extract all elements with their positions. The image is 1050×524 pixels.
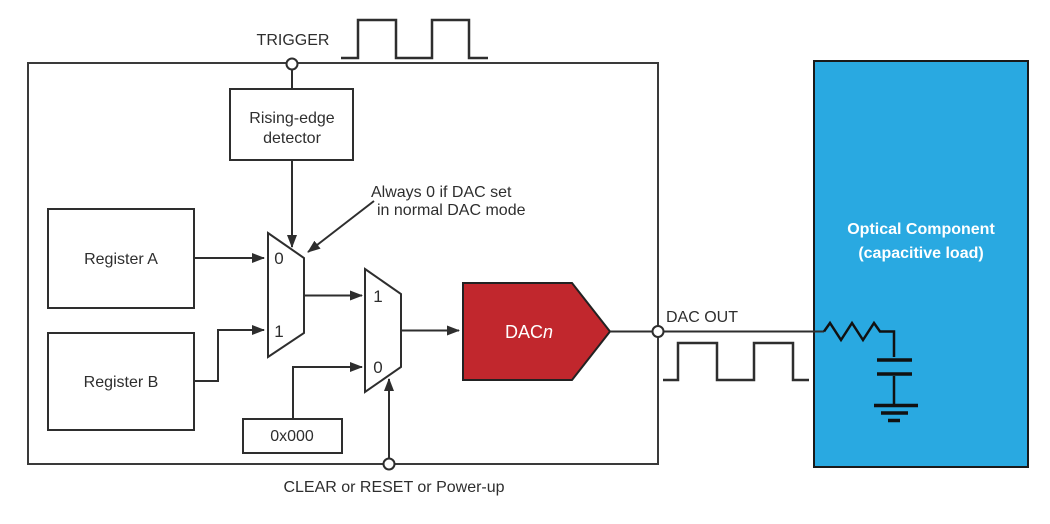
register-b-label: Register B (84, 374, 159, 391)
rising-edge-detector-label-line2: detector (263, 130, 321, 147)
dac-out-pin-node (651, 325, 665, 338)
mux1-input1-label: 1 (274, 322, 283, 341)
dac-label: DACn (505, 322, 553, 342)
rising-edge-detector-label-line1: Rising-edge (249, 110, 334, 127)
dac-block (462, 282, 612, 381)
optical-component-label-line2: (capacitive load) (858, 245, 983, 262)
mux2-shape (364, 267, 402, 394)
mux2-input0-label: 0 (373, 358, 382, 377)
resistor-icon (822, 320, 896, 357)
optical-component-box (813, 60, 1029, 468)
dac-label-suffix: n (543, 322, 553, 342)
annotation-pointer-line (307, 200, 375, 253)
zero-value-label: 0x000 (270, 428, 314, 445)
wire-register-b-to-mux1 (194, 325, 265, 382)
wire-zero-to-mux2 (292, 362, 363, 419)
dac-out-waveform (663, 341, 809, 382)
annotation-line2: in normal DAC mode (377, 202, 526, 219)
clear-pin-node (382, 457, 396, 471)
register-a-label: Register A (84, 251, 158, 268)
mux2-input1-label: 1 (373, 287, 382, 306)
trigger-pin-node (285, 57, 299, 71)
mux1-input0-label: 0 (274, 249, 283, 268)
rising-edge-detector-box (229, 88, 354, 161)
clear-label: CLEAR or RESET or Power-up (283, 479, 504, 496)
dac-label-name: DAC (505, 322, 543, 342)
trigger-waveform (341, 18, 488, 60)
optical-component-label-line1: Optical Component (847, 221, 995, 238)
zero-value-box (242, 418, 343, 454)
trigger-label: TRIGGER (257, 32, 330, 49)
dac-out-label: DAC OUT (666, 309, 738, 326)
mux1-shape (267, 231, 305, 359)
dac-boundary-box (27, 62, 659, 465)
annotation-line1: Always 0 if DAC set (371, 184, 512, 201)
